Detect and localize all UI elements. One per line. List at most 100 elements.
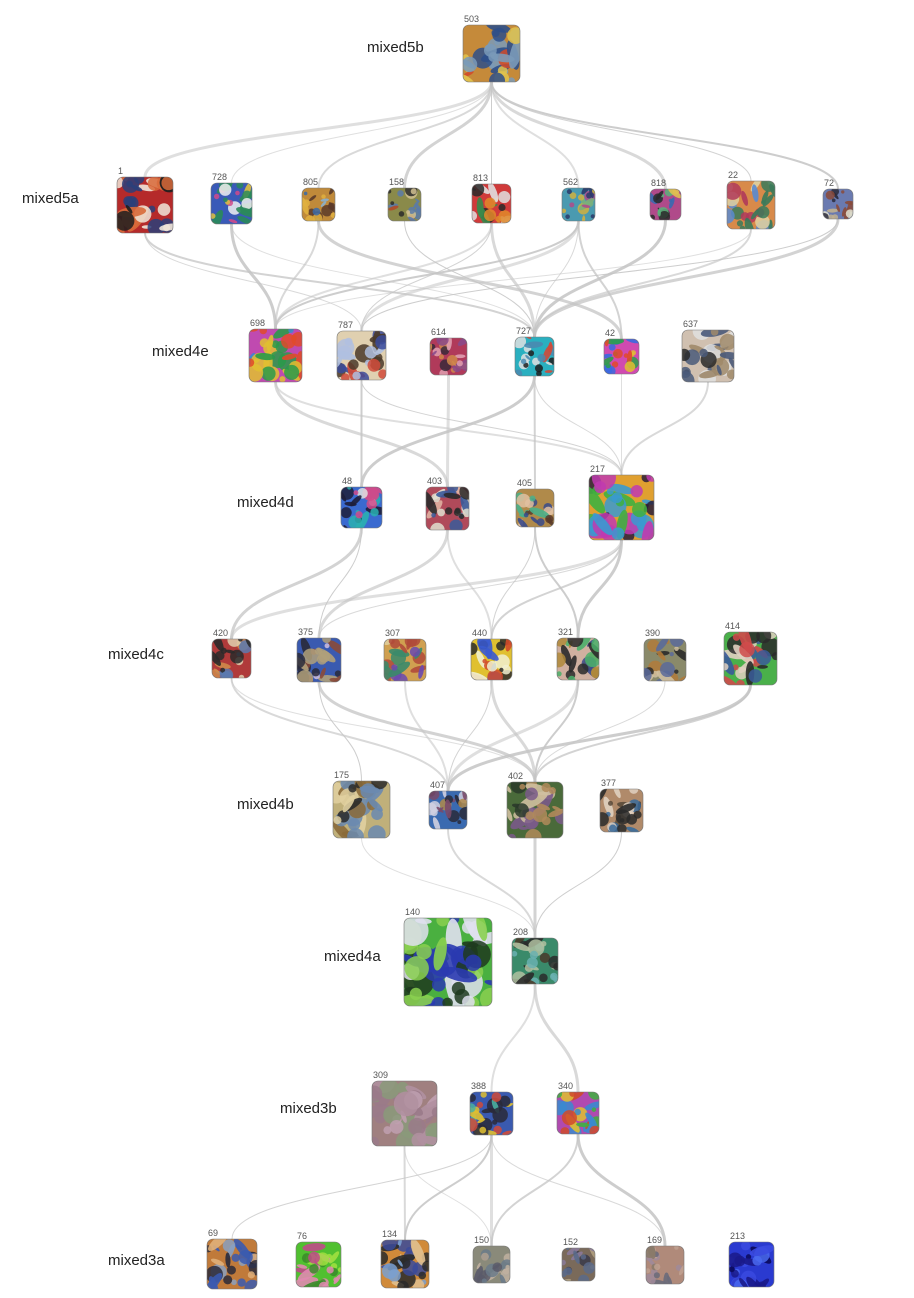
- pattern-mark: [399, 643, 408, 654]
- unit-mixed4c-420[interactable]: 420: [206, 628, 255, 682]
- edge-637-217: [620, 381, 709, 476]
- pattern-mark: [719, 333, 734, 351]
- pattern-mark: [738, 632, 753, 653]
- unit-mixed3a-152[interactable]: 152: [560, 1237, 601, 1286]
- unit-mixed4c-414[interactable]: 414: [712, 621, 780, 694]
- pattern-mark: [771, 652, 777, 661]
- unit-mixed4d-217[interactable]: 217: [579, 464, 662, 555]
- unit-id-420: 420: [213, 628, 228, 638]
- unit-id-562: 562: [563, 177, 578, 187]
- unit-mixed4e-727[interactable]: 727: [512, 326, 558, 378]
- unit-mixed3a-150[interactable]: 150: [471, 1235, 514, 1288]
- pattern-mark: [359, 785, 380, 794]
- thumbnail-border-403: [425, 486, 470, 531]
- unit-mixed4e-787[interactable]: 787: [330, 320, 394, 389]
- pattern-mark: [458, 798, 467, 809]
- thumbnail-pattern-375: [297, 638, 341, 682]
- edge-813-787: [361, 222, 492, 332]
- edge-309-150: [404, 1145, 492, 1247]
- unit-mixed4c-440[interactable]: 440: [464, 628, 515, 687]
- pattern-mark: [303, 191, 308, 196]
- unit-mixed4e-42[interactable]: 42: [599, 328, 645, 377]
- pattern-mark: [213, 193, 220, 200]
- unit-mixed4a-140[interactable]: 140: [390, 904, 506, 1016]
- pattern-mark: [523, 512, 529, 518]
- unit-mixed4c-375[interactable]: 375: [289, 627, 348, 690]
- pattern-mark: [161, 177, 173, 191]
- unit-mixed3a-134[interactable]: 134: [374, 1229, 433, 1292]
- unit-mixed5a-1[interactable]: 1: [112, 166, 179, 242]
- unit-mixed4c-307[interactable]: 307: [377, 628, 428, 688]
- pattern-mark: [525, 783, 552, 796]
- unit-mixed5a-813[interactable]: 813: [467, 173, 515, 230]
- unit-mixed4e-614[interactable]: 614: [427, 327, 476, 378]
- unit-id-440: 440: [472, 628, 487, 638]
- unit-mixed4c-321[interactable]: 321: [551, 627, 607, 683]
- pattern-mark: [536, 518, 545, 526]
- thumbnail-pattern-377: [600, 789, 642, 832]
- pattern-mark: [724, 647, 735, 675]
- unit-mixed5a-805[interactable]: 805: [299, 177, 338, 225]
- unit-mixed5a-158[interactable]: 158: [387, 177, 425, 224]
- unit-mixed5a-72[interactable]: 72: [820, 178, 858, 223]
- edge-562-698: [274, 220, 580, 330]
- pattern-mark: [831, 198, 836, 203]
- unit-mixed4a-208[interactable]: 208: [505, 927, 561, 991]
- pattern-mark: [431, 350, 437, 356]
- unit-mixed4b-377[interactable]: 377: [591, 778, 644, 835]
- unit-mixed3a-76[interactable]: 76: [291, 1231, 343, 1295]
- edge-805-698: [274, 220, 320, 330]
- pattern-mark: [414, 1098, 437, 1121]
- edge-562-787: [360, 219, 580, 333]
- edge-403-375: [317, 528, 449, 640]
- unit-mixed4e-698[interactable]: 698: [244, 318, 306, 383]
- unit-mixed5a-818[interactable]: 818: [642, 178, 683, 222]
- unit-mixed5a-728[interactable]: 728: [208, 172, 261, 234]
- pattern-mark: [372, 1104, 391, 1119]
- unit-mixed3b-309[interactable]: 309: [357, 1070, 449, 1159]
- pattern-mark: [117, 177, 124, 189]
- unit-mixed4b-407[interactable]: 407: [424, 780, 472, 833]
- unit-mixed4d-403[interactable]: 403: [420, 476, 476, 537]
- pattern-mark: [591, 1107, 597, 1112]
- unit-mixed4c-390[interactable]: 390: [636, 628, 694, 690]
- pattern-mark: [416, 943, 432, 960]
- pattern-mark: [761, 181, 775, 192]
- edge-818-727: [533, 218, 667, 339]
- unit-mixed4d-405[interactable]: 405: [514, 478, 555, 532]
- unit-mixed5a-22[interactable]: 22: [719, 170, 782, 241]
- thumbnail-pattern-405: [516, 492, 554, 527]
- pattern-mark: [826, 208, 839, 213]
- pattern-mark: [632, 502, 648, 518]
- unit-mixed4d-48[interactable]: 48: [337, 476, 393, 535]
- unit-mixed5a-562[interactable]: 562: [561, 177, 597, 224]
- edge-388-169: [491, 1134, 666, 1247]
- unit-mixed3a-69[interactable]: 69: [202, 1228, 264, 1297]
- pattern-mark: [436, 918, 449, 927]
- pattern-mark: [669, 651, 674, 657]
- pattern-mark: [372, 1136, 380, 1146]
- unit-mixed4b-175[interactable]: 175: [326, 770, 391, 845]
- pattern-mark: [364, 346, 378, 359]
- unit-mixed3a-213[interactable]: 213: [727, 1231, 775, 1298]
- pattern-mark: [583, 1262, 595, 1274]
- pattern-mark: [221, 670, 233, 678]
- pattern-mark: [592, 513, 613, 536]
- unit-mixed3b-388[interactable]: 388: [461, 1081, 514, 1140]
- pattern-mark: [333, 1277, 339, 1283]
- pattern-mark: [577, 663, 589, 675]
- pattern-mark: [482, 658, 487, 664]
- edge-562-727: [534, 220, 579, 338]
- pattern-mark: [266, 334, 274, 352]
- unit-mixed3a-169[interactable]: 169: [643, 1235, 687, 1291]
- pattern-mark: [645, 500, 654, 516]
- pattern-mark: [470, 1103, 476, 1113]
- unit-mixed4b-402[interactable]: 402: [503, 771, 570, 845]
- unit-id-22: 22: [728, 170, 738, 180]
- pattern-mark: [600, 812, 609, 827]
- unit-mixed3b-340[interactable]: 340: [552, 1081, 604, 1139]
- unit-mixed4e-637[interactable]: 637: [675, 319, 746, 391]
- layer-label-mixed5a: mixed5a: [22, 190, 79, 207]
- pattern-mark: [388, 661, 411, 677]
- unit-mixed5b-503[interactable]: 503: [456, 14, 526, 89]
